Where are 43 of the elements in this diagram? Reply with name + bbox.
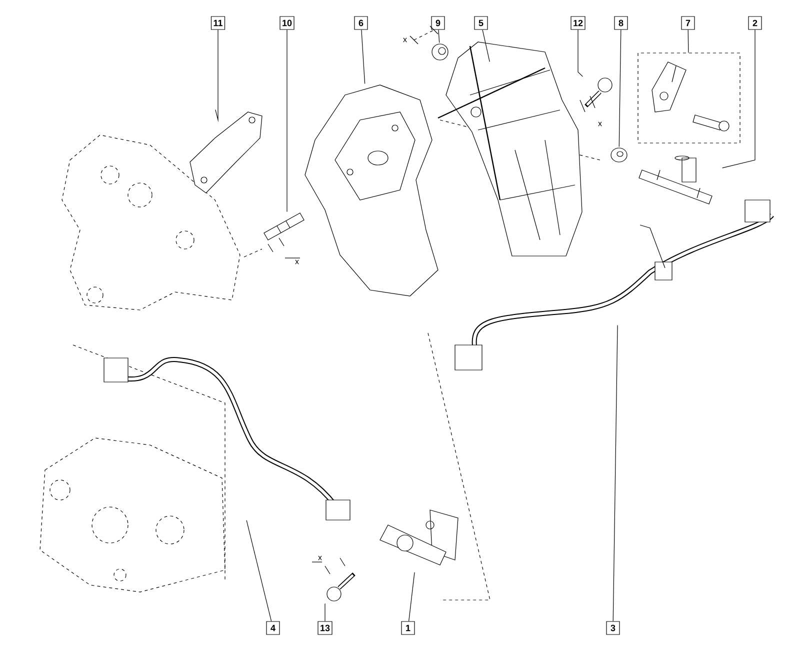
- gasket-drawing: [190, 112, 262, 194]
- callout-number: 9: [431, 16, 445, 30]
- nut-drawing: [432, 44, 448, 60]
- leader-line: [215, 30, 218, 122]
- stud-drawing: [264, 212, 304, 240]
- leader-line: [612, 325, 618, 622]
- leader-line: [408, 572, 415, 622]
- callout-number: 4: [266, 621, 280, 635]
- heat-shield-drawing: [304, 84, 438, 296]
- dimension-label: x: [598, 122, 602, 126]
- sensor-drawing: [380, 510, 458, 566]
- leader-line: [688, 30, 689, 53]
- injector-drawing: [638, 156, 712, 204]
- callout-number: 7: [681, 16, 695, 30]
- callout-number: 10: [280, 16, 294, 30]
- leader-line: [482, 30, 490, 62]
- clip-set-drawing: [638, 52, 740, 144]
- leader-line: [438, 30, 440, 43]
- dimension-label: x: [318, 556, 322, 560]
- callout-number: 11: [210, 16, 226, 30]
- pipe-drawing: [454, 200, 774, 370]
- bolt-drawing: [584, 78, 612, 108]
- callout-number: 12: [570, 16, 586, 30]
- leader-line: [324, 603, 326, 622]
- leader-line: [578, 30, 583, 77]
- bracket-drawing: [438, 42, 582, 256]
- callout-number: 1: [401, 621, 415, 635]
- dimension-label: x: [295, 260, 299, 264]
- callout-number: 3: [606, 621, 620, 635]
- dimension-label: x: [403, 38, 407, 42]
- callout-number: 2: [748, 16, 762, 30]
- leader-line: [722, 30, 756, 168]
- leader-line: [246, 520, 272, 622]
- callout-number: 6: [354, 16, 368, 30]
- leader-line: [618, 30, 622, 147]
- washer-drawing: [610, 148, 628, 162]
- bolt-drawing: [326, 572, 356, 602]
- leader-line: [361, 30, 366, 84]
- leader-line: [286, 30, 288, 212]
- callout-number: 5: [474, 16, 488, 30]
- callout-number: 8: [614, 16, 628, 30]
- hose-drawing: [104, 357, 350, 520]
- callout-number: 13: [318, 621, 332, 635]
